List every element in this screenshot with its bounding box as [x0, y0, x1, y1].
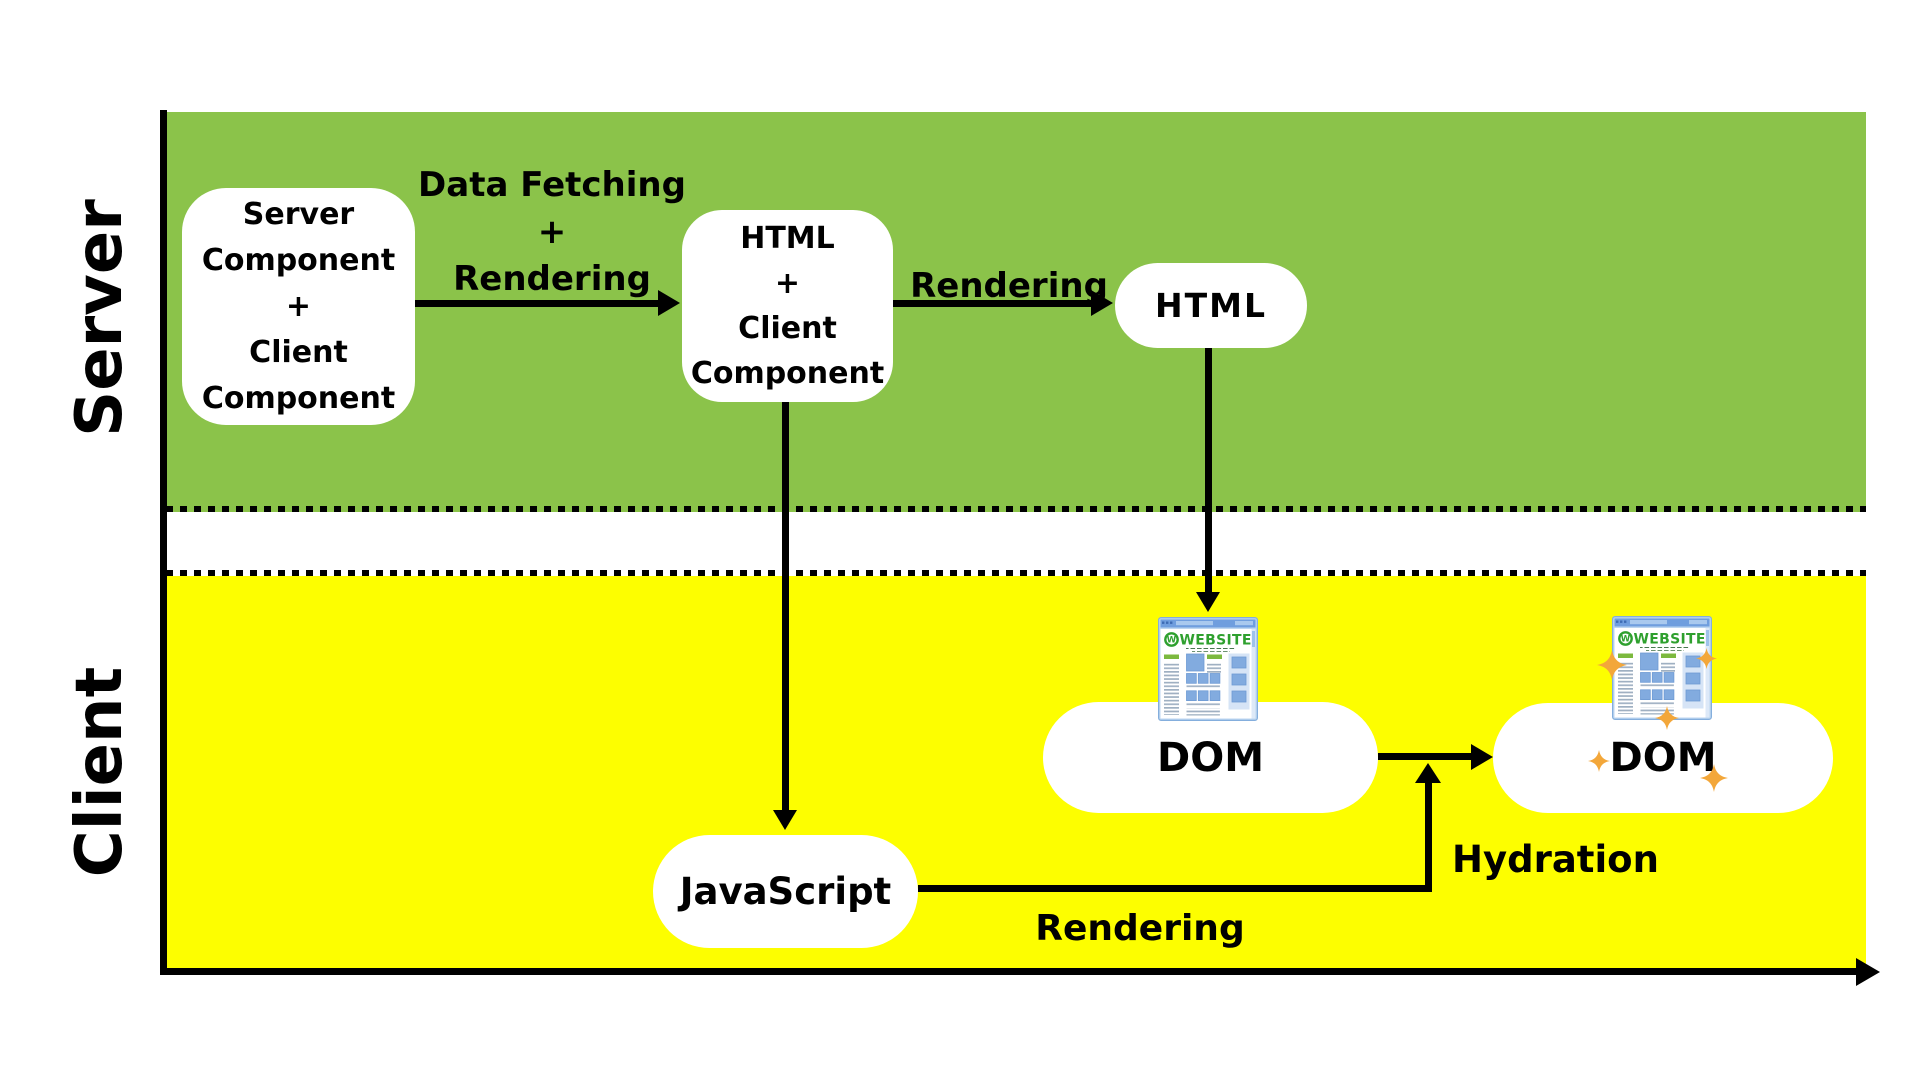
sparkle-icon — [1655, 706, 1679, 730]
node-line: JavaScript — [679, 870, 892, 913]
sparkle-icon — [1588, 750, 1610, 772]
node-html-client-component: HTML + Client Component — [682, 210, 893, 402]
arrow-hydration-vertical-line — [1425, 782, 1432, 892]
arrow-server-to-htmlclient-head-icon — [658, 290, 680, 316]
arrow-htmlclient-to-javascript-head-icon — [773, 810, 797, 830]
node-line: Client — [249, 334, 348, 370]
node-line: Component — [201, 242, 396, 278]
node-line: Server — [242, 196, 355, 232]
node-line: DOM — [1609, 735, 1717, 781]
x-axis-line — [160, 968, 1860, 975]
arrow-javascript-rendering-line — [918, 885, 1431, 892]
server-band-label: Server — [63, 199, 137, 437]
arrow-dom-to-hydrated-head-icon — [1471, 744, 1493, 770]
node-dom-hydrated: DOM — [1493, 703, 1833, 813]
node-line: Component — [201, 380, 396, 416]
node-line: + — [285, 288, 312, 324]
arrow-html-to-dom-head-icon — [1196, 592, 1220, 612]
website-browser-icon: W WEBSITE — [1158, 617, 1258, 721]
x-axis-arrowhead-icon — [1856, 958, 1880, 986]
arrow-htmlclient-to-javascript-line — [782, 402, 789, 810]
website-browser-hydrated-icon: W WEBSITE — [1612, 616, 1712, 720]
label-data-fetching-rendering: Data Fetching + Rendering — [397, 162, 707, 303]
node-line: Component — [690, 356, 885, 391]
server-band — [166, 112, 1866, 512]
arrow-hydration-head-icon — [1415, 763, 1441, 783]
arrow-htmlclient-to-html-line — [893, 300, 1091, 307]
label-rendering-server: Rendering — [910, 266, 1108, 306]
arrow-server-to-htmlclient-line — [413, 300, 658, 307]
label-hydration: Hydration — [1452, 838, 1659, 881]
node-html: HTML — [1115, 263, 1307, 348]
y-axis-line — [160, 110, 167, 975]
node-line: HTML — [740, 221, 835, 256]
svg-text:WEBSITE: WEBSITE — [1634, 632, 1706, 648]
node-line: DOM — [1156, 734, 1264, 781]
arrow-html-to-dom-line — [1205, 348, 1212, 592]
sparkle-icon — [1696, 648, 1717, 669]
node-line: HTML — [1155, 286, 1267, 325]
svg-text:W: W — [1621, 635, 1631, 645]
arrow-dom-to-hydrated-line — [1378, 753, 1473, 760]
node-line: Client — [738, 311, 837, 346]
node-server-client-component: Server Component + Client Component — [182, 188, 415, 425]
arrow-htmlclient-to-html-head-icon — [1091, 290, 1113, 316]
label-rendering-client: Rendering — [1035, 908, 1245, 949]
edge-label-line: Data Fetching — [418, 165, 686, 205]
svg-text:WEBSITE: WEBSITE — [1180, 633, 1252, 649]
node-javascript: JavaScript — [653, 835, 918, 948]
sparkle-icon — [1597, 650, 1627, 680]
client-boundary-dotted-line — [166, 570, 1866, 576]
edge-label-line: + — [537, 212, 567, 252]
server-boundary-dotted-line — [166, 506, 1866, 512]
edge-label-line: Rendering — [453, 259, 651, 299]
node-line: + — [774, 266, 801, 301]
svg-text:W: W — [1167, 636, 1177, 646]
sparkle-icon — [1700, 764, 1728, 792]
client-band-label: Client — [63, 666, 137, 878]
